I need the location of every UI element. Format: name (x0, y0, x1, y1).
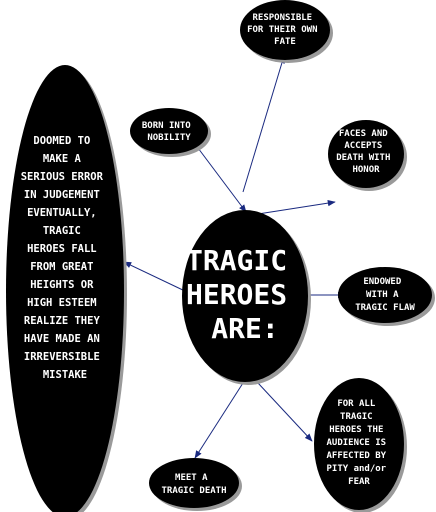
doomed-line: EVENTUALLY, (27, 207, 97, 219)
doomed-line: MISTAKE (43, 369, 87, 381)
bubble-faces: FACES AND ACCEPTS DEATH WITH HONOR (328, 120, 404, 188)
bubble-death-text: MEET A TRAGIC DEATH (161, 473, 226, 496)
connector-doomed (123, 261, 188, 293)
born-line: NOBILITY (147, 133, 191, 143)
doomed-line: HEROES FALL (27, 243, 97, 255)
responsible-line: FOR THEIR OWN (247, 25, 317, 35)
audience-line: PITY and/or (326, 464, 386, 474)
doomed-line: IRREVERSIBLE (24, 351, 100, 363)
center-title: TRAGIC HEROES ARE: (186, 244, 304, 345)
bubble-born: BORN INTO NOBILITY (130, 108, 208, 154)
endowed-line: TRAGIC FLAW (355, 303, 415, 313)
audience-line: HEROES THE (329, 425, 383, 435)
connectors (123, 55, 346, 459)
doomed-line: HAVE MADE AN (24, 333, 100, 345)
doomed-line: SERIOUS ERROR (21, 171, 104, 183)
connector-death (194, 382, 244, 459)
bubble-endowed: ENDOWED WITH A TRAGIC FLAW (338, 267, 432, 323)
born-line: BORN INTO (142, 121, 191, 131)
bubble-death: MEET A TRAGIC DEATH (149, 458, 239, 508)
doomed-line: HIGH ESTEEM (27, 297, 97, 309)
bubble-center: TRAGIC HEROES ARE: (182, 210, 308, 382)
bubble-endowed-text: ENDOWED WITH A TRAGIC FLAW (355, 277, 415, 313)
doomed-line: IN JUDGEMENT (24, 189, 100, 201)
connector-faces (257, 199, 336, 215)
bubble-doomed: DOOMED TO MAKE A SERIOUS ERROR IN JUDGEM… (6, 65, 124, 512)
center-line: HEROES (186, 278, 287, 311)
faces-line: FACES AND (339, 129, 388, 139)
doomed-line: FROM GREAT (30, 261, 93, 273)
audience-line: AFFECTED BY (326, 451, 386, 461)
death-line: MEET A (175, 473, 208, 483)
bubble-doomed-text: DOOMED TO MAKE A SERIOUS ERROR IN JUDGEM… (21, 135, 110, 381)
bubble-born-text: BORN INTO NOBILITY (142, 121, 196, 143)
bubble-audience-text: FOR ALL TRAGIC HEROES THE AUDIENCE IS AF… (326, 399, 391, 487)
audience-line: AUDIENCE IS (326, 438, 386, 448)
connector-born (197, 147, 247, 213)
doomed-line: DOOMED TO (33, 135, 90, 147)
death-line: TRAGIC DEATH (161, 486, 226, 496)
endowed-line: ENDOWED (363, 277, 402, 287)
faces-line: ACCEPTS (344, 141, 382, 151)
doomed-line: TRAGIC (43, 225, 81, 237)
bubble-audience: FOR ALL TRAGIC HEROES THE AUDIENCE IS AF… (314, 378, 404, 510)
faces-line: HONOR (352, 165, 380, 175)
bubble-responsible-text: RESPONSIBLE FOR THEIR OWN FATE (247, 13, 323, 47)
bubble-responsible: RESPONSIBLE FOR THEIR OWN FATE (240, 0, 330, 60)
responsible-line: FATE (274, 37, 296, 47)
center-line: ARE: (211, 312, 278, 345)
endowed-line: WITH A (366, 290, 399, 300)
doomed-line: MAKE A (43, 153, 82, 165)
connector-audience (257, 382, 313, 442)
doomed-line: REALIZE THEY (24, 315, 101, 327)
audience-line: TRAGIC (340, 412, 373, 422)
audience-line: FEAR (348, 477, 370, 487)
center-line: TRAGIC (186, 244, 287, 277)
responsible-line: RESPONSIBLE (252, 13, 312, 23)
audience-line: FOR ALL (337, 399, 376, 409)
doomed-line: HEIGHTS OR (30, 279, 94, 291)
connector-responsible (242, 55, 285, 193)
faces-line: DEATH WITH (336, 153, 390, 163)
bubble-faces-text: FACES AND ACCEPTS DEATH WITH HONOR (336, 129, 396, 175)
